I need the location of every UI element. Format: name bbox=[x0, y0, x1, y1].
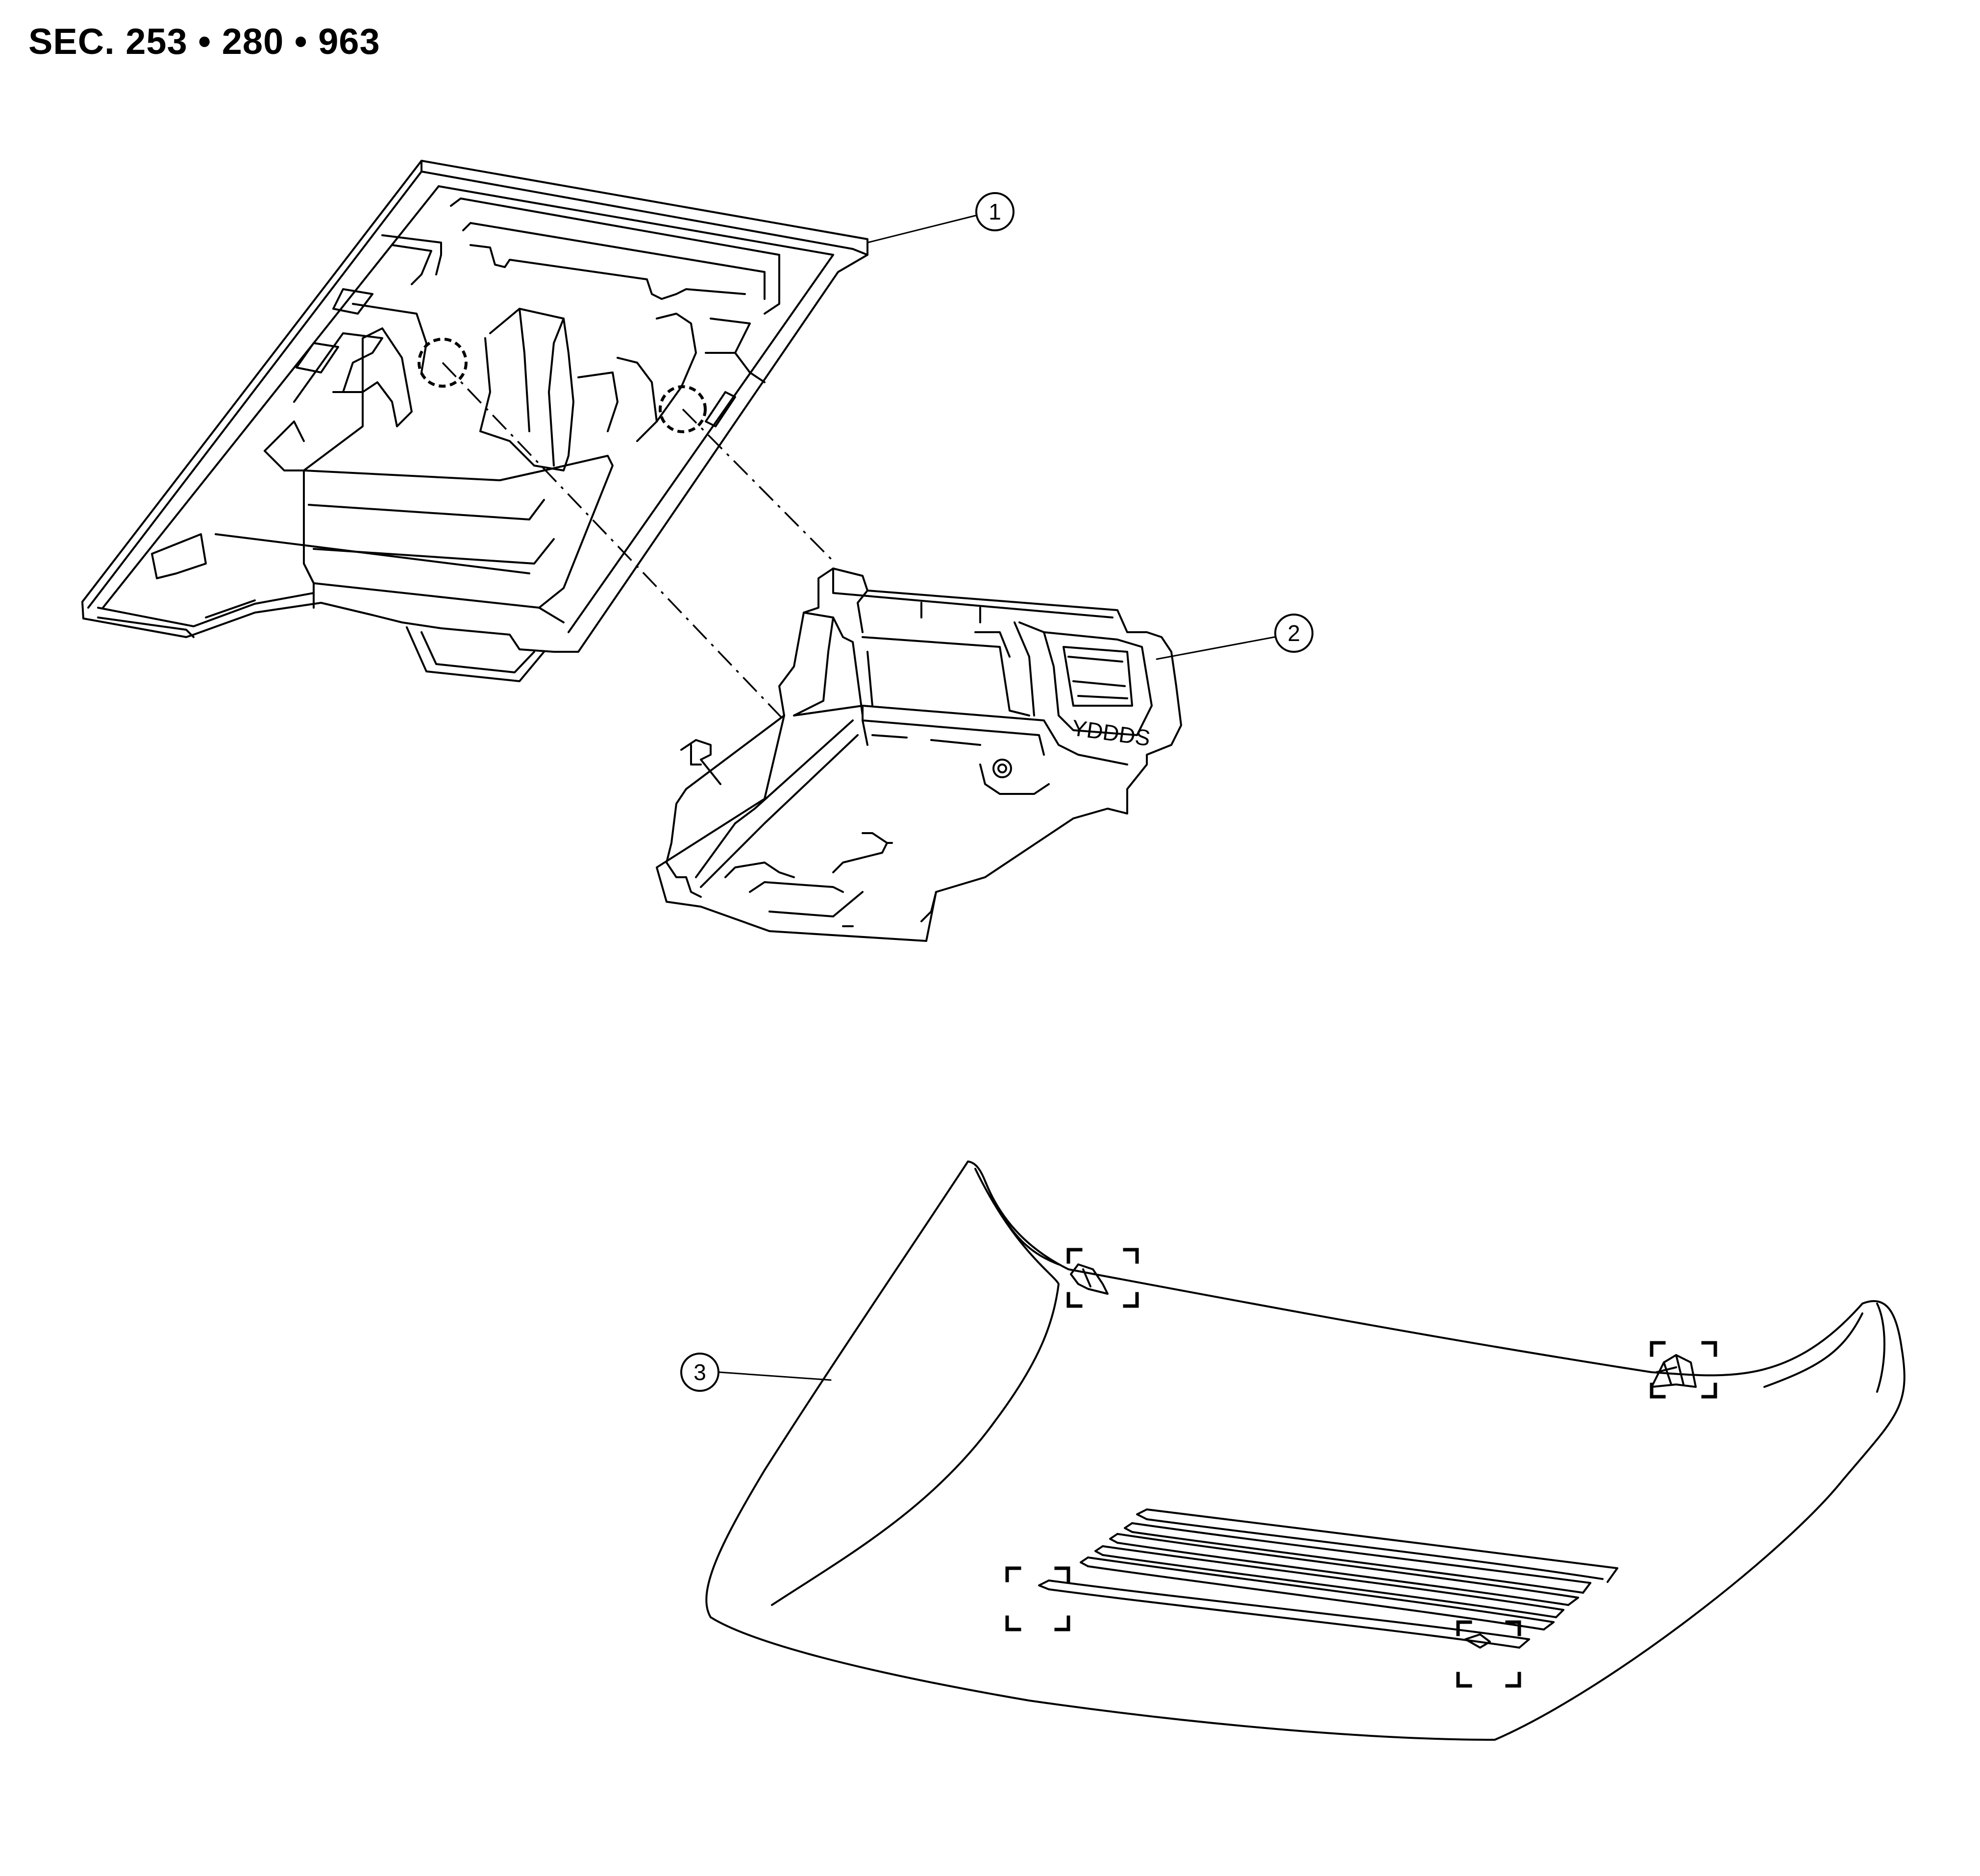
callout-1-number: 1 bbox=[989, 199, 1001, 224]
callout-2-number: 2 bbox=[1287, 620, 1300, 646]
assembly-guide-lines bbox=[442, 362, 834, 724]
clip-location-markers bbox=[1005, 1248, 1717, 1688]
callout-2: 2 bbox=[1156, 614, 1313, 660]
callout-3-number: 3 bbox=[693, 1359, 706, 1385]
callout-1-circle bbox=[975, 192, 1015, 231]
callout-1: 1 bbox=[866, 192, 1015, 244]
part-1-housing bbox=[81, 160, 868, 682]
callout-3-circle bbox=[680, 1353, 719, 1392]
part-2-module: YDDDS bbox=[656, 568, 1182, 942]
part-3-louver-slats bbox=[1038, 1508, 1618, 1649]
section-reference-title: SEC. 253 • 280 • 963 bbox=[28, 21, 380, 62]
part-3-cover bbox=[705, 1160, 1906, 1741]
callout-3: 3 bbox=[680, 1353, 832, 1392]
callout-2-circle bbox=[1274, 614, 1313, 653]
